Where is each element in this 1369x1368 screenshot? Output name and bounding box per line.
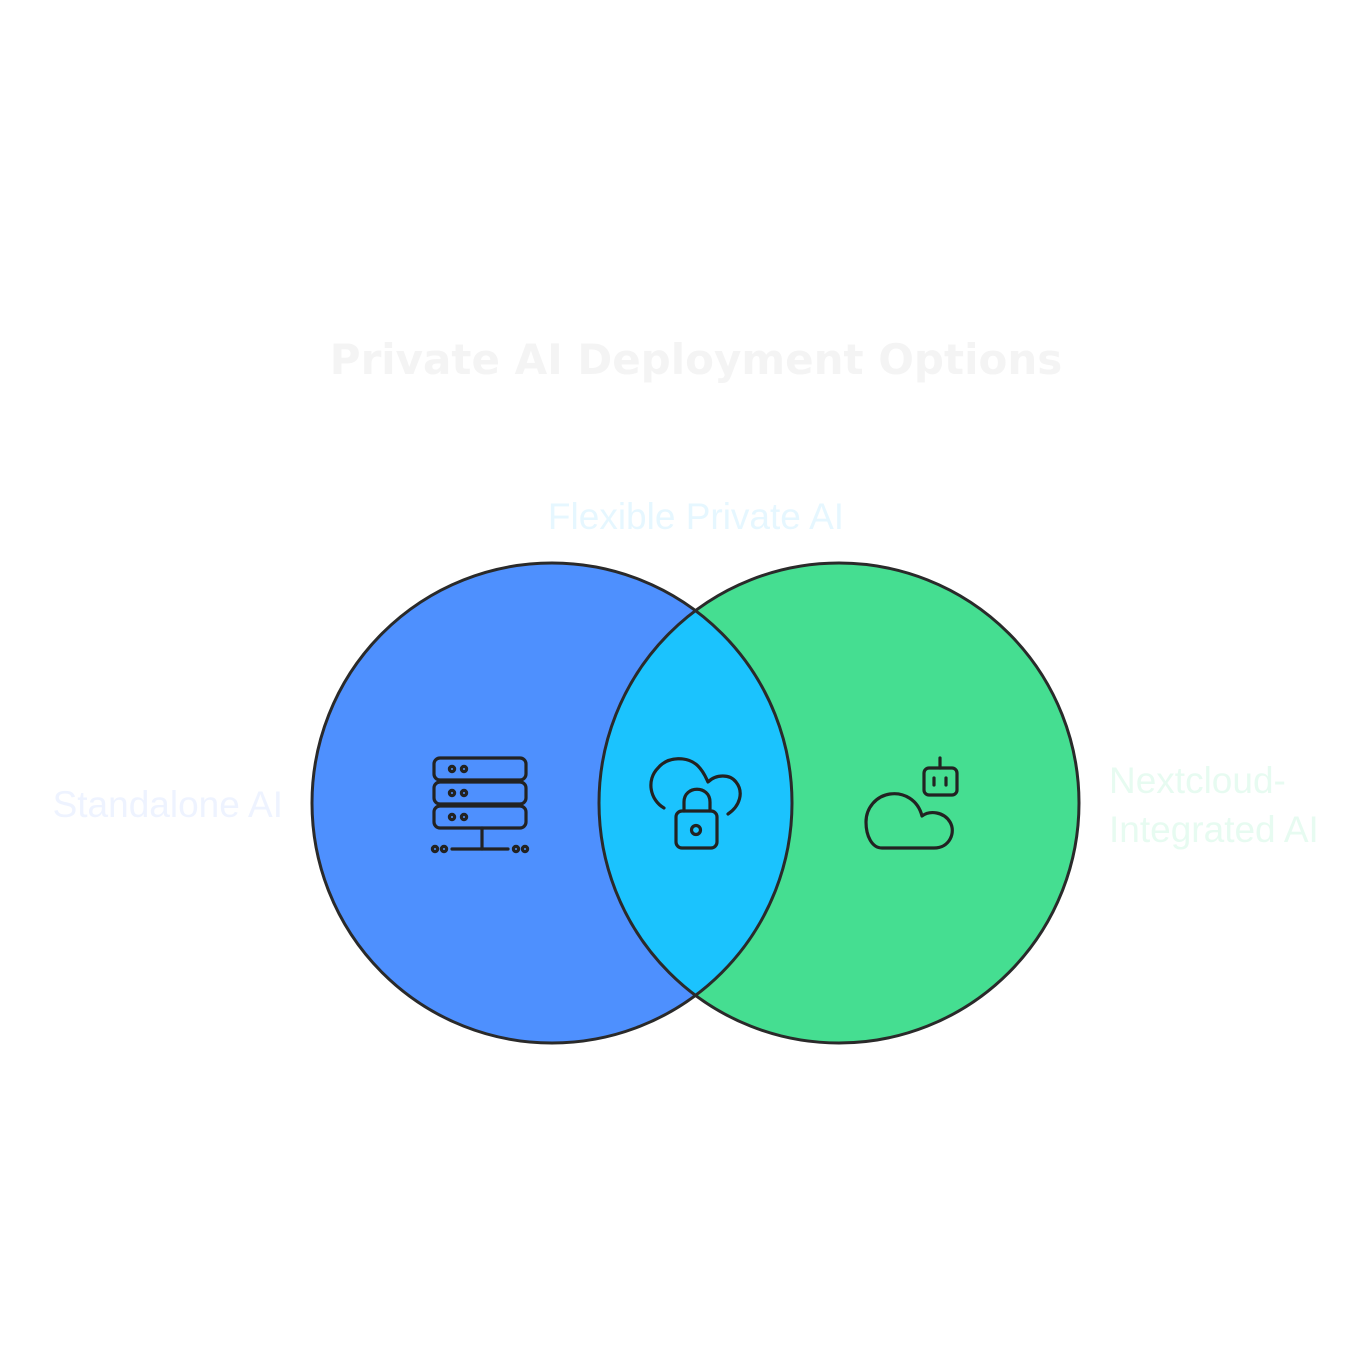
left-set-label: Standalone AI xyxy=(53,784,283,825)
intersection-label: Flexible Private AI xyxy=(548,496,844,537)
diagram-title: Private AI Deployment Options xyxy=(330,335,1062,384)
server-rack-icon xyxy=(430,756,530,854)
right-set-label-line-1: Nextcloud- xyxy=(1109,760,1286,801)
right-set-label-line-2: Integrated AI xyxy=(1109,809,1319,850)
cloud-robot-icon xyxy=(864,756,959,850)
right-set-outline xyxy=(597,561,1081,1045)
intersection-region xyxy=(599,563,792,1043)
cloud-lock-icon xyxy=(649,757,742,850)
left-set-outline xyxy=(310,561,794,1045)
